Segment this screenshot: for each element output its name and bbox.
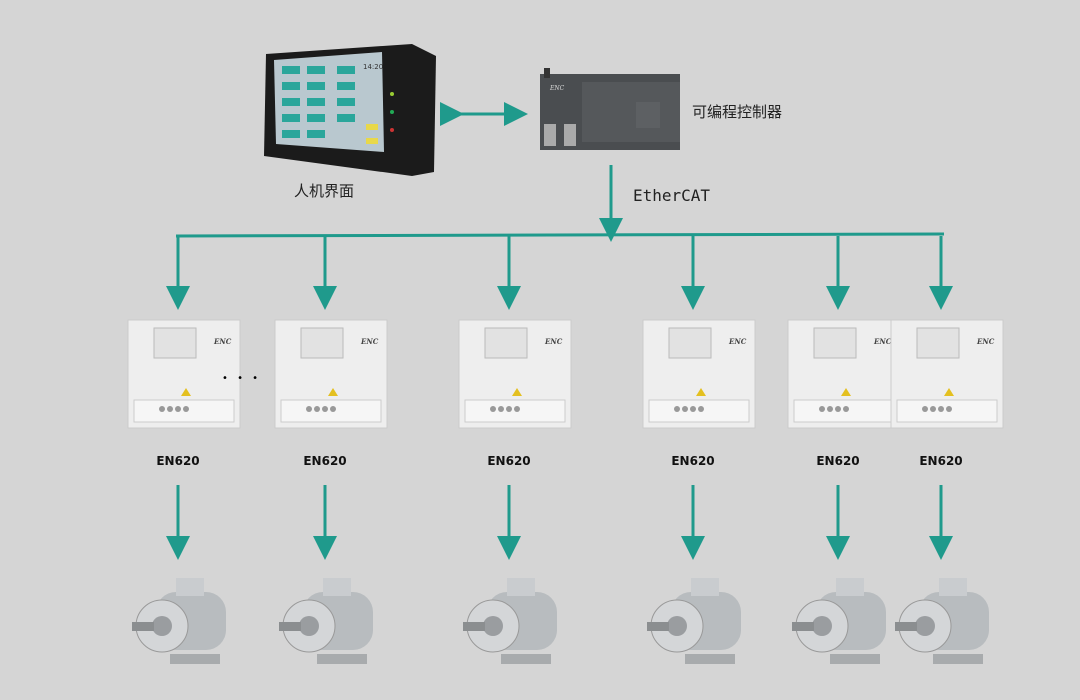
ellipsis: • • • [222,373,262,384]
svg-text:ENC: ENC [873,337,892,346]
drive-model-label: EN620 [303,454,347,468]
servo-drive: ENC [889,318,1005,430]
drive-model-label: EN620 [156,454,200,468]
drive-model-label: EN620 [487,454,531,468]
hmi-label: 人机界面 [294,182,355,200]
servo-drive: ENC [786,318,902,430]
svg-text:ENC: ENC [728,337,747,346]
hmi-screen-time: 14:20 [363,63,383,71]
motor [643,572,753,672]
svg-text:ENC: ENC [544,337,563,346]
plc-label: 可编程控制器 [692,103,783,121]
servo-drive: ENC [126,318,242,430]
hmi-panel: 14:20 [262,44,442,180]
motor [275,572,385,672]
motor [459,572,569,672]
svg-text:ENC: ENC [976,337,995,346]
motor [128,572,238,672]
svg-text:ENC: ENC [549,85,565,92]
plc-device: ENC [536,68,686,158]
ethercat-label: EtherCAT [633,186,711,205]
drive-model-label: EN620 [816,454,860,468]
ethercat-bus [175,232,945,238]
motor [891,572,1001,672]
drive-model-label: EN620 [671,454,715,468]
motor [788,572,898,672]
svg-text:ENC: ENC [213,337,232,346]
drive-model-label: EN620 [919,454,963,468]
servo-drive: ENC [457,318,573,430]
svg-text:ENC: ENC [360,337,379,346]
servo-drive: ENC [273,318,389,430]
servo-drive: ENC [641,318,757,430]
